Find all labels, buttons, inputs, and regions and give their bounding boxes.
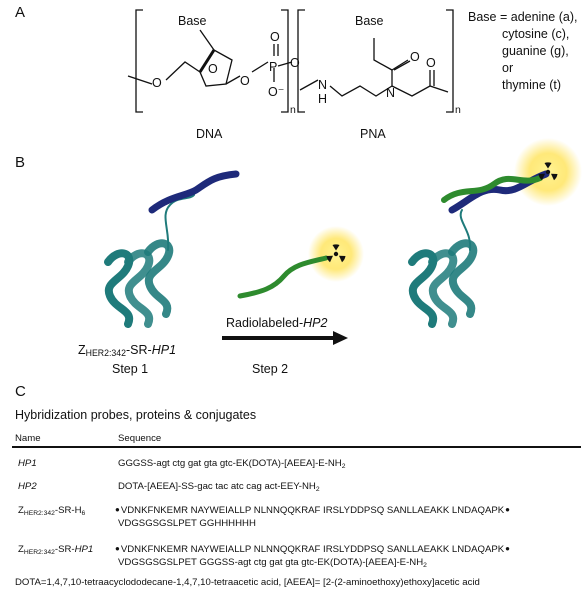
dna-phosphorus-label: P	[269, 60, 278, 74]
conjugate-label: ZHER2:342-SR-HP1	[78, 343, 177, 358]
table-row-hp2-name: HP2	[18, 481, 37, 492]
affibody-protein-step1	[104, 194, 195, 328]
table-footnote: DOTA=1,4,7,10-tetraacyclododecane-1,4,7,…	[15, 577, 480, 588]
dna-ring-oxygen-label: O	[208, 62, 218, 76]
base-key-line-4: or	[502, 61, 514, 75]
pna-amine-n-label: N	[318, 78, 328, 92]
hp2-strand	[237, 255, 329, 299]
pna-carbonyl-oxygen-label: O	[426, 56, 436, 70]
column-header-sequence: Sequence	[118, 433, 162, 444]
arrowhead-icon	[333, 331, 348, 345]
pna-sidechain-oxygen-label: O	[410, 50, 420, 64]
step1-label: Step 1	[112, 362, 149, 376]
table-row-zher-h6-sequence-line2: VDGSGSGSLPET GGHHHHHH	[118, 518, 256, 529]
table-row-zher-hp1-sequence-line2: VDGSGSGSLPET GGGSS-agt ctg gat gta gtc-E…	[118, 557, 427, 569]
dna-ester-oxygen-label: O	[290, 56, 300, 70]
base-key-line-5: thymine (t)	[502, 78, 562, 92]
dna-base-label: Base	[178, 14, 207, 28]
dna-oxygen-label: O	[152, 76, 162, 90]
base-key-line-2: cytosine (c),	[502, 27, 570, 41]
table-row-hp1-name: HP1	[18, 458, 37, 469]
affibody-protein-product	[408, 209, 478, 328]
base-key-line-1: Base = adenine (a),	[468, 10, 578, 24]
panel-label-c: C	[15, 383, 26, 400]
table-title: Hybridization probes, proteins & conjuga…	[15, 408, 257, 422]
header-rule	[12, 446, 581, 448]
radiolabeled-label: Radiolabeled-HP2	[226, 316, 328, 330]
dna-caption: DNA	[196, 127, 223, 141]
panel-label-a: A	[15, 4, 26, 21]
column-header-name: Name	[15, 433, 41, 444]
pna-amine-h-label: H	[318, 92, 328, 106]
hp1-strand	[148, 170, 240, 214]
dna-oxygen-minus-label: O⁻	[268, 85, 285, 99]
table-row-hp2-sequence: DOTA-[AEEA]-SS-gac tac atc cag act-EEY-N…	[118, 481, 320, 493]
panel-label-b: B	[15, 154, 26, 171]
base-key-line-3: guanine (g),	[502, 44, 569, 58]
table-row-zher-hp1-sequence-line1: VDNKFNKEMR NAYWEIALLP NLNNQQKRAF IRSLYDD…	[114, 544, 511, 555]
table-row-hp1-sequence: GGGSS-agt ctg gat gta gtc-EK(DOTA)-[AEEA…	[118, 458, 346, 470]
dna-repeat-n: n	[290, 104, 296, 116]
table-row-zher-h6-name: ZHER2:342-SR-H6	[18, 505, 86, 517]
pna-caption: PNA	[360, 127, 386, 141]
table-row-zher-hp1-name: ZHER2:342-SR-HP1	[18, 544, 94, 556]
table-row-zher-h6-sequence-line1: VDNKFNKEMR NAYWEIALLP NLNNQQKRAF IRSLYDD…	[114, 505, 511, 516]
dna-phosphate-oxygen-label: O	[270, 30, 280, 44]
pna-repeat-n: n	[455, 104, 461, 116]
pna-base-label: Base	[355, 14, 384, 28]
pna-amide-n-label: N	[386, 86, 396, 100]
dna-bridge-oxygen-label: O	[240, 74, 250, 88]
duplex-hp2-strand	[441, 175, 543, 203]
step2-label: Step 2	[252, 362, 289, 376]
